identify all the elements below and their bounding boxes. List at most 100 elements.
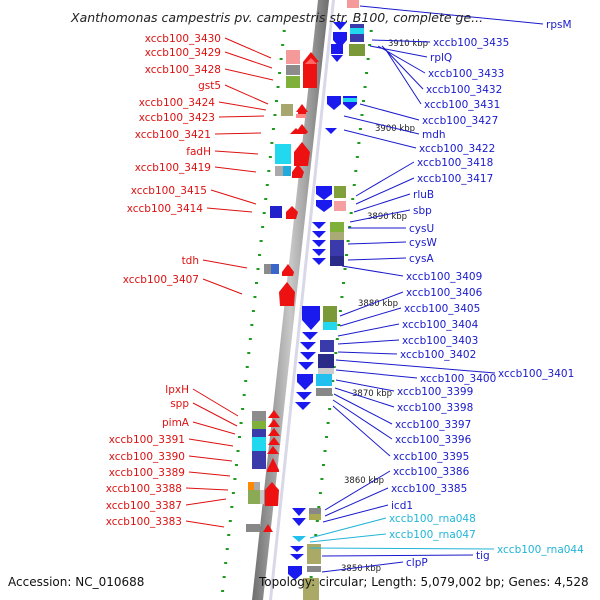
gene-label-right[interactable]: clpP	[406, 557, 428, 569]
gene-label-right[interactable]: mdh	[422, 129, 446, 141]
gene-label-left[interactable]: xccb100_3414	[127, 203, 204, 215]
gene-label-right[interactable]: cysW	[409, 237, 437, 249]
gene-label-right[interactable]: xccb100_3385	[391, 483, 467, 495]
gene-label-left[interactable]: xccb100_3390	[109, 451, 185, 463]
gene-label-left[interactable]: xccb100_3407	[123, 274, 199, 286]
gene-arrow-forward[interactable]	[279, 282, 295, 306]
gene-block[interactable]	[275, 144, 291, 164]
gene-block[interactable]	[320, 340, 334, 352]
gene-arrow-reverse[interactable]	[302, 306, 320, 330]
gene-block[interactable]	[303, 578, 319, 600]
gene-block[interactable]	[252, 411, 266, 421]
gene-arrow-reverse[interactable]	[312, 240, 326, 247]
gene-label-right[interactable]: xccb100_3405	[404, 303, 480, 315]
gene-label-right[interactable]: xccb100_3399	[397, 386, 473, 398]
gene-label-right[interactable]: xccb100_3403	[402, 335, 478, 347]
gene-arrow-forward[interactable]	[303, 52, 319, 88]
gene-label-left[interactable]: xccb100_3419	[135, 162, 211, 174]
gene-block[interactable]	[323, 322, 337, 330]
gene-arrow-reverse[interactable]	[327, 96, 341, 110]
gene-arrow-forward[interactable]	[294, 142, 310, 166]
gene-block[interactable]	[309, 508, 321, 514]
gene-block[interactable]	[281, 104, 293, 116]
gene-block[interactable]	[316, 374, 332, 386]
gene-label-left[interactable]: xccb100_3429	[145, 47, 221, 59]
gene-label-right[interactable]: cysU	[409, 223, 434, 235]
gene-arrow-forward[interactable]	[267, 458, 279, 472]
gene-label-left[interactable]: xccb100_3423	[139, 112, 215, 124]
gene-label-right[interactable]: xccb100_3400	[420, 373, 496, 385]
gene-arrow-reverse[interactable]	[302, 332, 318, 340]
gene-label-right[interactable]: xccb100_3427	[422, 115, 498, 127]
gene-block[interactable]	[286, 76, 300, 88]
gene-label-right[interactable]: xccb100_3397	[395, 419, 471, 431]
gene-arrow-forward[interactable]	[265, 482, 279, 506]
gene-block[interactable]	[252, 421, 266, 429]
gene-arrow-reverse[interactable]	[316, 200, 332, 212]
gene-block[interactable]	[323, 306, 337, 322]
gene-label-right[interactable]: xccb100_rna044	[497, 544, 584, 556]
gene-block[interactable]	[252, 451, 266, 469]
gene-block[interactable]	[286, 50, 300, 64]
gene-label-left[interactable]: fadH	[186, 146, 211, 158]
gene-arrow-forward[interactable]	[282, 264, 294, 276]
gene-block[interactable]	[334, 186, 346, 198]
gene-label-right[interactable]: xccb100_3433	[428, 68, 504, 80]
gene-block[interactable]	[246, 524, 260, 532]
gene-arrow-forward[interactable]	[268, 437, 280, 445]
gene-arrow-forward[interactable]	[292, 164, 304, 178]
gene-arrow-reverse[interactable]	[292, 508, 306, 516]
gene-arrow-reverse[interactable]	[300, 352, 316, 360]
gene-block[interactable]	[264, 264, 272, 274]
gene-label-left[interactable]: xccb100_3424	[139, 97, 216, 109]
gene-label-left[interactable]: xccb100_3430	[145, 33, 221, 45]
gene-arrow-reverse[interactable]	[333, 22, 347, 30]
gene-label-left[interactable]: gst5	[198, 80, 221, 92]
gene-arrow-reverse[interactable]	[296, 392, 312, 400]
gene-block[interactable]	[330, 240, 344, 256]
gene-label-right[interactable]: xccb100_3386	[393, 466, 470, 478]
gene-label-right[interactable]: xccb100_3422	[419, 143, 495, 155]
gene-block[interactable]	[252, 437, 266, 451]
gene-label-right[interactable]: xccb100_3395	[393, 451, 469, 463]
gene-arrow-reverse[interactable]	[292, 518, 306, 526]
gene-label-right[interactable]: cysA	[409, 253, 434, 265]
gene-label-left[interactable]: pimA	[162, 417, 190, 429]
gene-arrow-forward[interactable]	[263, 524, 273, 532]
gene-label-right[interactable]: xccb100_3404	[402, 319, 479, 331]
gene-arrow-reverse[interactable]	[297, 374, 313, 390]
gene-label-left[interactable]: lpxH	[165, 384, 189, 396]
gene-block[interactable]	[331, 44, 343, 54]
gene-label-right[interactable]: xccb100_3406	[406, 287, 483, 299]
gene-label-right[interactable]: xccb100_rna048	[389, 513, 476, 525]
gene-label-left[interactable]: xccb100_3421	[135, 129, 211, 141]
gene-label-right[interactable]: xccb100_3401	[498, 368, 574, 380]
gene-label-right[interactable]: xccb100_3396	[395, 434, 472, 446]
gene-arrow-reverse[interactable]	[298, 362, 314, 370]
gene-arrow-forward[interactable]	[268, 428, 280, 436]
gene-label-right[interactable]: xccb100_3402	[400, 349, 476, 361]
gene-block[interactable]	[330, 256, 344, 266]
gene-arrow-reverse[interactable]	[290, 554, 304, 560]
gene-block[interactable]	[271, 264, 279, 274]
gene-block[interactable]	[316, 388, 332, 396]
gene-label-right[interactable]: sbp	[413, 205, 432, 217]
gene-arrow-reverse[interactable]	[312, 258, 326, 265]
gene-label-right[interactable]: xccb100_3418	[417, 157, 493, 169]
gene-block[interactable]	[283, 166, 291, 176]
gene-label-right[interactable]: xccb100_3417	[417, 173, 493, 185]
gene-label-right[interactable]: rluB	[413, 189, 434, 201]
gene-block[interactable]	[254, 482, 260, 490]
gene-block[interactable]	[318, 354, 334, 368]
gene-arrow-forward[interactable]	[286, 206, 298, 219]
gene-arrow-reverse[interactable]	[312, 222, 326, 229]
gene-arrow-reverse[interactable]	[290, 546, 304, 552]
gene-block[interactable]	[330, 222, 344, 232]
gene-block[interactable]	[309, 514, 321, 520]
gene-label-right[interactable]: xccb100_3398	[397, 402, 473, 414]
gene-block[interactable]	[286, 65, 300, 75]
gene-block[interactable]	[270, 206, 282, 218]
gene-block[interactable]	[275, 166, 283, 176]
gene-label-right[interactable]: tig	[476, 550, 490, 562]
gene-block[interactable]	[248, 482, 254, 490]
